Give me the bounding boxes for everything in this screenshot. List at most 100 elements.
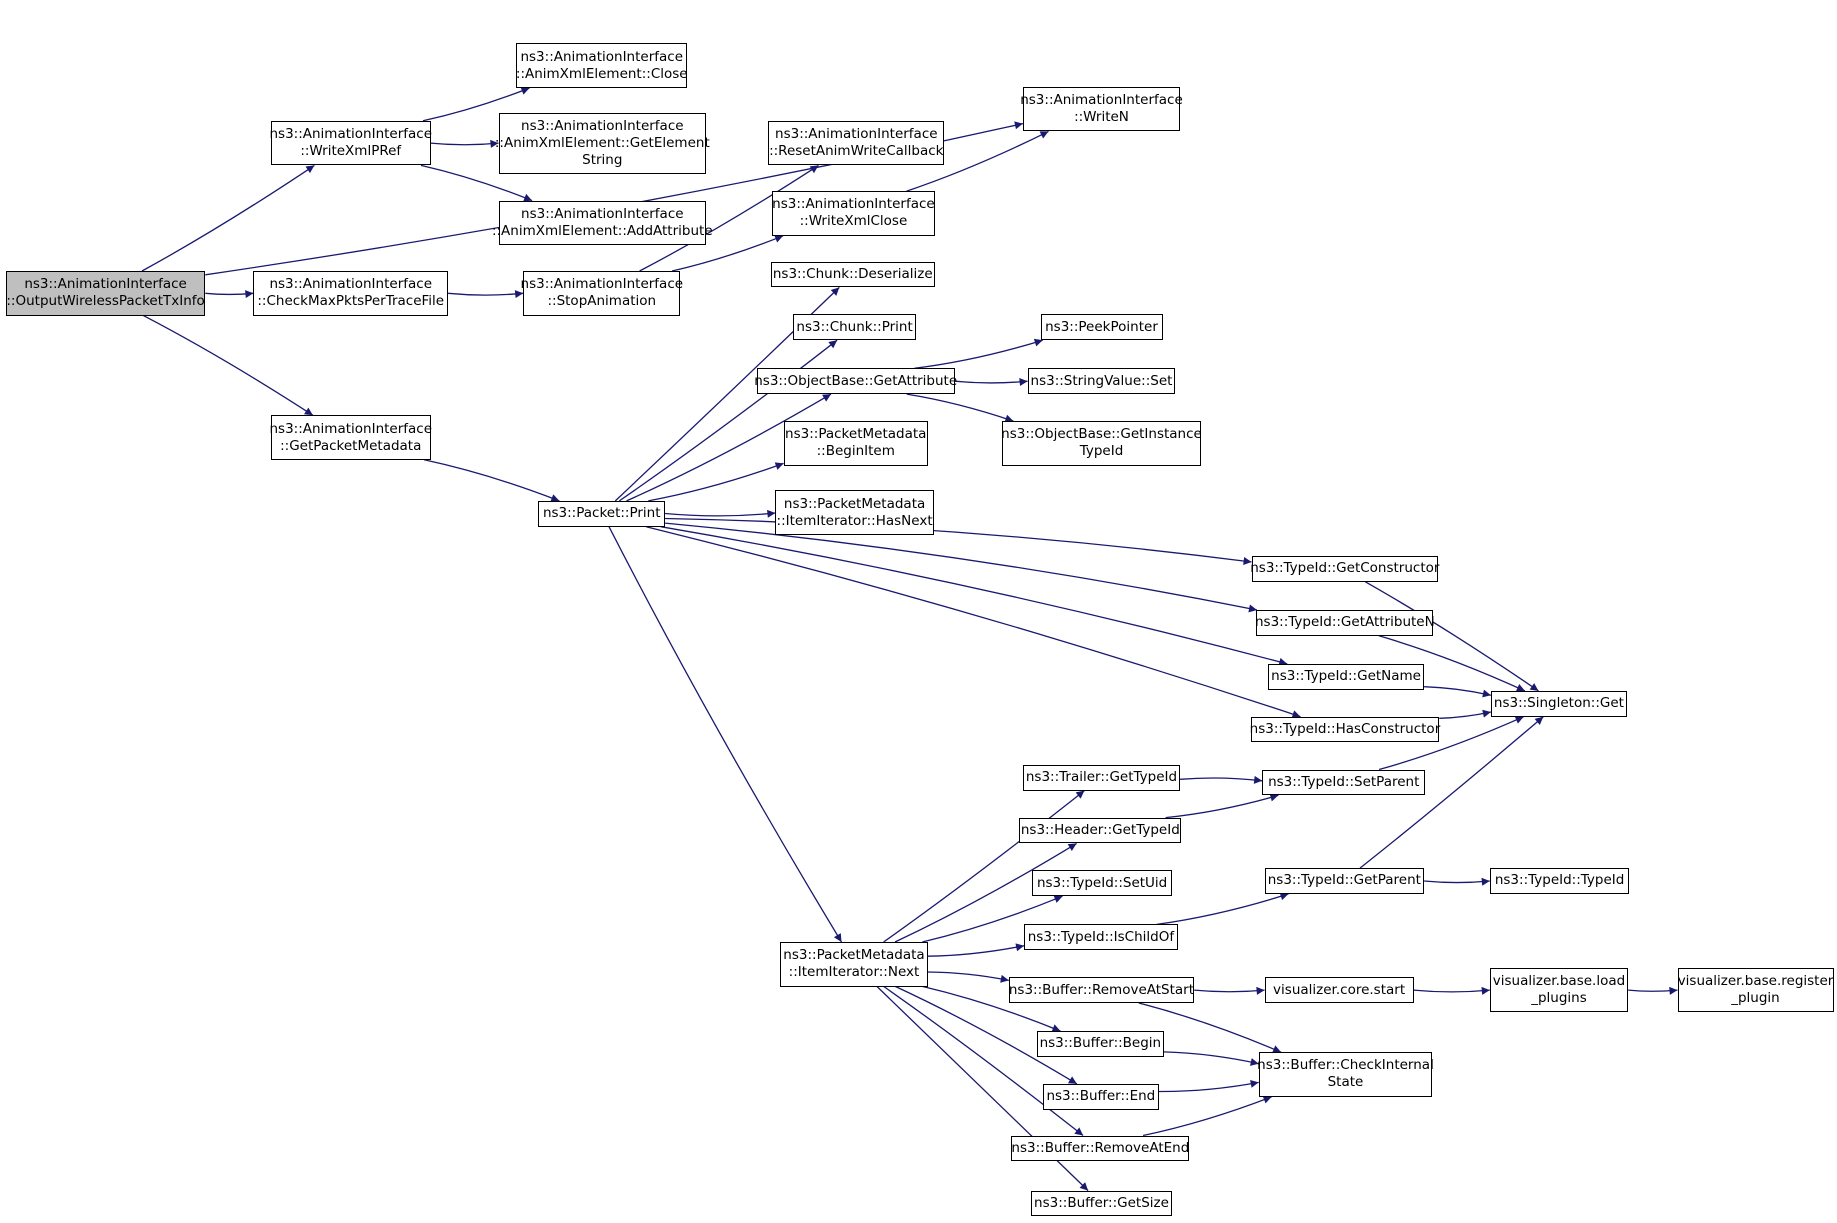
node-typeid-set-parent[interactable]: ns3::TypeId::SetParent (1262, 769, 1426, 796)
edge-itemiterator_next-to-buffer_begin (922, 985, 1061, 1032)
node-label-line: ns3::Buffer::RemoveAtStart (1008, 981, 1195, 998)
node-buffer-get-size[interactable]: ns3::Buffer::GetSize (1031, 1190, 1172, 1217)
node-label-line: ns3::AnimationInterface (269, 276, 432, 293)
node-check-max-pkts[interactable]: ns3::AnimationInterface::CheckMaxPktsPer… (253, 271, 449, 316)
node-label-line: ns3::ObjectBase::GetInstance (1001, 426, 1202, 443)
node-itemiterator-hasnext[interactable]: ns3::PacketMetadata::ItemIterator::HasNe… (775, 490, 934, 535)
node-anim-add-attribute[interactable]: ns3::AnimationInterface::AnimXmlElement:… (492, 200, 713, 246)
node-visualizer-load-plugins[interactable]: visualizer.base.load_plugins (1489, 967, 1629, 1013)
node-anim-close[interactable]: ns3::AnimationInterface::AnimXmlElement:… (515, 43, 688, 88)
node-itemiterator-next[interactable]: ns3::PacketMetadata::ItemIterator::Next (780, 942, 928, 987)
node-label-line: ns3::AnimationInterface (775, 126, 938, 143)
edge-output_wireless-to-get_packet_metadata (143, 315, 314, 416)
node-reset-anim-write-cb[interactable]: ns3::AnimationInterface::ResetAnimWriteC… (768, 120, 945, 166)
node-label-line: ns3::TypeId::HasConstructor (1249, 721, 1441, 738)
node-label-line: ::ItemIterator::Next (788, 964, 920, 981)
node-label-line: ::WriteXmlClose (799, 213, 908, 230)
node-label-line: ::ResetAnimWriteCallback (769, 143, 944, 160)
edge-buffer_remove_at_start-to-buffer_check_internal_state (1138, 1002, 1282, 1053)
node-packetmetadata-begin-item[interactable]: ns3::PacketMetadata::BeginItem (783, 421, 928, 466)
node-typeid-get-parent[interactable]: ns3::TypeId::GetParent (1264, 868, 1425, 894)
node-write-xml-close[interactable]: ns3::AnimationInterface::WriteXmlClose (771, 191, 935, 236)
node-label-line: ns3::AnimationInterface (1020, 92, 1183, 109)
edge-packet_print-to-typeid_get_name (660, 526, 1288, 666)
node-label-line: ns3::AnimationInterface (269, 420, 433, 437)
node-label-line: ns3::TypeId::GetName (1271, 668, 1421, 685)
node-visualizer-core-start[interactable]: visualizer.core.start (1264, 977, 1414, 1003)
edge-itemiterator_next-to-trailer_get_typeid (883, 790, 1085, 943)
node-label-line: ::AnimXmlElement::Close (515, 65, 688, 82)
edge-typeid_set_parent-to-singleton_get (1378, 716, 1524, 771)
edge-typeid_has_constructor-to-singleton_get (1439, 709, 1492, 719)
node-chunk-print[interactable]: ns3::Chunk::Print (793, 314, 917, 341)
node-header-get-typeid[interactable]: ns3::Header::GetTypeId (1019, 817, 1182, 844)
node-write-xml-pref[interactable]: ns3::AnimationInterface::WriteXmlPRef (269, 120, 432, 166)
node-typeid-set-uid[interactable]: ns3::TypeId::SetUid (1032, 870, 1172, 897)
node-trailer-get-typeid[interactable]: ns3::Trailer::GetTypeId (1022, 764, 1181, 791)
node-label-line: ns3::AnimationInterface (521, 205, 684, 222)
node-buffer-end[interactable]: ns3::Buffer::End (1042, 1083, 1159, 1110)
node-label-line: ns3::Chunk::Print (796, 318, 913, 335)
node-label-line: ns3::Buffer::GetSize (1034, 1194, 1169, 1211)
edge-packet_print-to-typeid_has_constructor (646, 526, 1301, 718)
node-typeid-get-attribute-n[interactable]: ns3::TypeId::GetAttributeN (1255, 610, 1435, 636)
node-label-line: ns3::StringValue::Set (1030, 372, 1173, 389)
node-output-wireless[interactable]: ns3::AnimationInterface::OutputWirelessP… (5, 271, 206, 316)
node-visualizer-register-plugin[interactable]: visualizer.base.register_plugin (1677, 967, 1834, 1013)
node-label-line: ns3::PacketMetadata (783, 947, 925, 964)
node-label-line: ns3::TypeId::GetConstructor (1250, 560, 1440, 577)
node-peek-pointer[interactable]: ns3::PeekPointer (1040, 314, 1163, 341)
edge-itemiterator_next-to-buffer_get_size (876, 986, 1089, 1192)
edge-typeid_get_parent-to-typeid_typeid (1424, 877, 1490, 886)
edge-itemiterator_next-to-typeid_is_child_of (927, 943, 1025, 957)
node-stop-animation[interactable]: ns3::AnimationInterface::StopAnimation (521, 271, 683, 316)
node-packet-print[interactable]: ns3::Packet::Print (538, 500, 666, 527)
node-label-line: ns3::TypeId::GetParent (1267, 872, 1421, 889)
edge-stop_animation-to-reset_anim_write_cb (639, 164, 819, 272)
edge-visualizer_core_start-to-visualizer_load_plugins (1413, 986, 1490, 995)
node-label-line: ns3::Buffer::RemoveAtEnd (1011, 1139, 1190, 1156)
node-label-line: ::WriteXmlPRef (300, 143, 402, 160)
node-typeid-get-name[interactable]: ns3::TypeId::GetName (1268, 663, 1425, 690)
node-label-line: ::AnimXmlElement::GetElement (494, 134, 710, 151)
edge-objectbase_get_attribute-to-peek_pointer (914, 338, 1043, 369)
node-label-line: ::StopAnimation (547, 293, 657, 310)
node-anim-get-element-string[interactable]: ns3::AnimationInterface::AnimXmlElement:… (495, 112, 710, 174)
node-objectbase-get-attribute[interactable]: ns3::ObjectBase::GetAttribute (754, 368, 957, 395)
edge-get_packet_metadata-to-packet_print (423, 459, 560, 502)
node-label-line: ns3::Chunk::Deserialize (772, 265, 933, 282)
node-label-line: ns3::Header::GetTypeId (1020, 821, 1180, 838)
node-write-n[interactable]: ns3::AnimationInterface::WriteN (1020, 86, 1183, 132)
node-chunk-deserialize[interactable]: ns3::Chunk::Deserialize (770, 261, 935, 288)
node-buffer-remove-at-start[interactable]: ns3::Buffer::RemoveAtStart (1008, 977, 1195, 1003)
node-get-packet-metadata[interactable]: ns3::AnimationInterface::GetPacketMetada… (269, 415, 433, 460)
node-label-line: ns3::Trailer::GetTypeId (1025, 769, 1178, 786)
edge-itemiterator_next-to-typeid_set_uid (922, 895, 1063, 943)
edge-visualizer_load_plugins-to-visualizer_register_plugin (1628, 986, 1678, 995)
node-label-line: ns3::AnimationInterface (520, 48, 684, 65)
node-buffer-begin[interactable]: ns3::Buffer::Begin (1037, 1031, 1164, 1057)
node-typeid-get-constructor[interactable]: ns3::TypeId::GetConstructor (1250, 556, 1440, 582)
node-singleton-get[interactable]: ns3::Singleton::Get (1490, 690, 1627, 717)
edge-packet_print-to-itemiterator_next (608, 526, 843, 943)
node-label-line: State (1327, 1074, 1364, 1091)
node-typeid-typeid[interactable]: ns3::TypeId::TypeId (1489, 868, 1630, 894)
edge-packet_print-to-typeid_get_constructor (665, 517, 1252, 565)
node-typeid-has-constructor[interactable]: ns3::TypeId::HasConstructor (1249, 716, 1441, 743)
node-buffer-remove-at-end[interactable]: ns3::Buffer::RemoveAtEnd (1011, 1135, 1190, 1162)
node-label-line: ns3::TypeId::TypeId (1494, 872, 1625, 889)
node-stringvalue-set[interactable]: ns3::StringValue::Set (1027, 368, 1176, 395)
node-label-line: ns3::PacketMetadata (785, 426, 927, 443)
edge-output_wireless-to-check_max_pkts (205, 290, 254, 299)
node-label-line: ::OutputWirelessPacketTxInfo (6, 293, 205, 310)
node-label-line: ns3::AnimationInterface (772, 196, 935, 213)
edge-write_xml_pref-to-anim_close (422, 87, 530, 122)
node-label-line: visualizer.base.load (1492, 973, 1626, 990)
node-typeid-is-child-of[interactable]: ns3::TypeId::IsChildOf (1024, 924, 1178, 951)
edge-output_wireless-to-write_xml_pref (141, 164, 315, 272)
node-label-line: visualizer.core.start (1273, 981, 1406, 998)
